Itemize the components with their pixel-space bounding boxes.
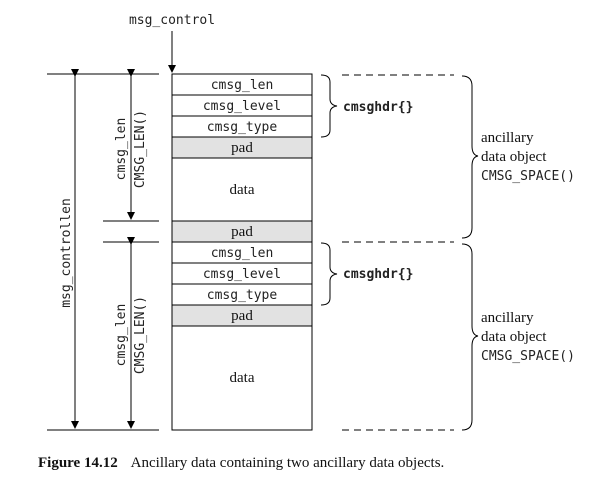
object1-cmsg-len-text: cmsg_len <box>211 78 274 93</box>
object1-cmsg-type-text: cmsg_type <box>207 120 278 135</box>
object1-pad2-text: pad <box>231 224 253 240</box>
object1-label-line2: data object <box>481 149 547 165</box>
object1-space-macro: CMSG_SPACE() <box>481 169 575 184</box>
object2-label-line1: ancillary <box>481 310 534 326</box>
object1-header-label: cmsghdr{} <box>343 100 413 115</box>
object2-space-macro: CMSG_SPACE() <box>481 349 575 364</box>
object1-data-cell <box>171 157 313 222</box>
object2-label-line2: data object <box>481 329 547 345</box>
msg-controllen-label: msg_controllen <box>59 198 74 308</box>
msg-control-label: msg_control <box>129 13 215 28</box>
object2-pad1-text: pad <box>231 308 253 324</box>
object1-length-label: cmsg_len <box>114 118 129 181</box>
object1-data-text: data <box>230 182 255 198</box>
object2-cmsg-len-text: cmsg_len <box>211 246 274 261</box>
figure-caption: Figure 14.12 Ancillary data containing t… <box>38 455 444 472</box>
object2-span-brace <box>461 243 479 431</box>
object1-length-macro: CMSG_LEN() <box>133 110 148 188</box>
object1-cmsg-level-text: cmsg_level <box>203 99 281 114</box>
object2-cmsg-level-text: cmsg_level <box>203 267 281 282</box>
object1-label-line1: ancillary <box>481 130 534 146</box>
object2-header-label: cmsghdr{} <box>343 267 413 282</box>
object2-data-text: data <box>230 370 255 386</box>
object2-length-label: cmsg_len <box>114 304 129 367</box>
object2-header-brace <box>320 242 338 306</box>
object2-data-cell <box>171 325 313 431</box>
object1-header-brace <box>320 74 338 138</box>
object2-length-macro: CMSG_LEN() <box>133 296 148 374</box>
object2-cmsg-type-text: cmsg_type <box>207 288 278 303</box>
object1-fields: cmsg_len cmsg_level cmsg_type pad data p… <box>171 73 313 243</box>
object2-fields: cmsg_len cmsg_level cmsg_type pad data <box>171 241 313 431</box>
object1-pad1-text: pad <box>231 140 253 156</box>
figure-number: Figure 14.12 <box>38 455 118 471</box>
object1-span-brace <box>461 75 479 239</box>
figure-caption-text: Ancillary data containing two ancillary … <box>130 455 445 471</box>
